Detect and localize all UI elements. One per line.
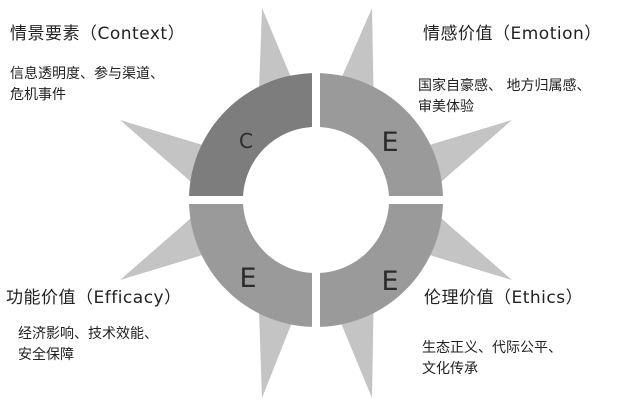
efficacy-heading: 功能价值（Efficacy） [6, 288, 182, 308]
context-item-line: 信息透明度、参与渠道、 [10, 66, 164, 82]
spike-5 [120, 205, 206, 280]
ring-segment-efficacy [189, 203, 313, 327]
ring-letter-emotion: E [381, 127, 398, 158]
emotion-heading: 情感价值（Emotion） [423, 24, 602, 44]
spike-4 [120, 120, 206, 195]
emotion-item-line: 国家自豪感、 地方归属感、 [418, 78, 591, 94]
spike-7 [426, 205, 512, 280]
efficacy-items: 经济影响、技术效能、 安全保障 [18, 324, 158, 366]
efficacy-item-line: 安全保障 [18, 347, 74, 363]
ring-segment-emotion [319, 73, 443, 197]
context-item-line: 危机事件 [10, 87, 66, 103]
efficacy-item-line: 经济影响、技术效能、 [18, 326, 158, 342]
ethics-item-line: 文化传承 [422, 361, 478, 377]
emotion-items: 国家自豪感、 地方归属感、 审美体验 [418, 76, 618, 118]
ring-segments [189, 73, 443, 327]
ring-segment-context [189, 73, 313, 197]
ethics-heading: 伦理价值（Ethics） [424, 288, 584, 308]
ring-segment-ethics [319, 203, 443, 327]
ethics-items: 生态正义、代际公平、 文化传承 [422, 338, 562, 380]
spike-6 [426, 120, 512, 195]
ring-letter-ethics: E [381, 266, 398, 297]
emotion-item-line: 审美体验 [418, 99, 474, 115]
ring-letter-context: C [239, 129, 253, 153]
ring-letters: C E E E [239, 127, 399, 297]
ethics-item-line: 生态正义、代际公平、 [422, 340, 562, 356]
context-heading: 情景要素（Context） [10, 24, 186, 44]
ring-letter-efficacy: E [239, 263, 256, 294]
ring-center-hole [243, 127, 389, 273]
context-items: 信息透明度、参与渠道、 危机事件 [10, 64, 164, 106]
